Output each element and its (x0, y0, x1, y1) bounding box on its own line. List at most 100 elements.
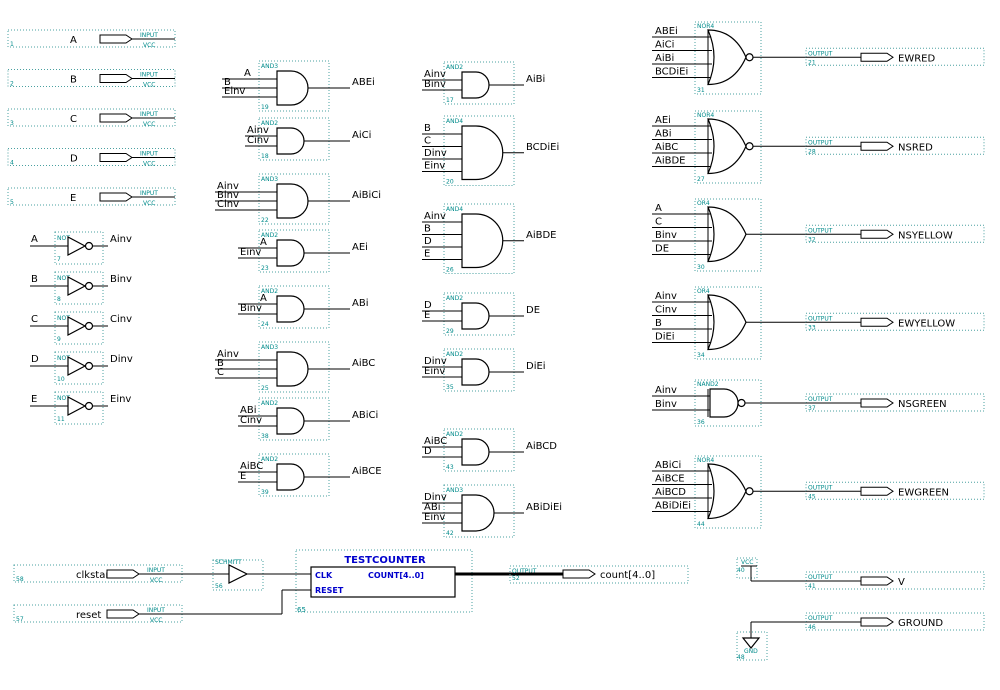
symbol-frame (443, 203, 515, 274)
vcc-tag-label: VCC (143, 200, 155, 207)
gate-input-label: C (424, 136, 431, 147)
pin-number: 28 (808, 148, 816, 155)
gate-number: 34 (697, 352, 705, 359)
output-pin-name: GROUND (898, 618, 943, 629)
output-tag-label: OUTPUT (808, 396, 833, 403)
and-gate-body (461, 358, 490, 386)
gate-number: 10 (57, 376, 65, 383)
gate-input-label: D (424, 446, 432, 457)
gate-input-label: C (655, 217, 662, 228)
symbol-frame (7, 108, 176, 127)
gate-number: 24 (261, 321, 269, 328)
and-gate-body (276, 183, 309, 219)
gate-input-label: Einv (424, 161, 445, 172)
gate-input-label: D (424, 236, 432, 247)
and-gate-body (461, 494, 495, 532)
output-pin-tag (562, 569, 596, 579)
output-pin-name: NSYELLOW (898, 230, 953, 241)
input-pin-tag (99, 34, 133, 44)
gate-number: 29 (446, 328, 454, 335)
gate-input-label: A (260, 237, 267, 248)
symbol-frame (212, 559, 264, 591)
inversion-bubble (745, 53, 754, 62)
gnd-symbol-label: GND (744, 648, 758, 655)
gate-input-label: E (424, 310, 430, 321)
symbol-frame (54, 391, 104, 425)
symbol-frame (443, 348, 515, 392)
gate-type-label: OR4 (697, 200, 710, 207)
symbol-frame (694, 455, 762, 529)
gate-number: 26 (446, 267, 454, 274)
output-pin-name: count[4..0] (600, 570, 655, 581)
gate-type-label: AND3 (261, 344, 278, 351)
pin-name: E (70, 193, 76, 204)
gate-output-label: BCDiEi (526, 142, 559, 153)
gate-number: 35 (446, 384, 454, 391)
input-pin-tag (99, 113, 133, 123)
gate-input-label: E (31, 394, 37, 405)
gate-input-label: B (424, 224, 431, 235)
gate-number: 9 (57, 336, 61, 343)
counter-clk-port: CLK (315, 571, 333, 580)
gate-input-label: Ainv (217, 349, 239, 360)
inversion-bubble (84, 361, 94, 371)
gate-output-label: AiBCE (352, 466, 382, 477)
and-gate-body (276, 407, 305, 435)
symbol-frame (258, 229, 330, 273)
symbol-frame (258, 397, 330, 441)
and-gate-body (276, 463, 305, 491)
counter-count-port: COUNT[4..0] (368, 571, 424, 580)
gate-output-label: Dinv (110, 354, 133, 365)
gate-input-label: Dinv (424, 492, 447, 503)
gate-input-label: C (31, 314, 38, 325)
symbol-frame (509, 565, 689, 584)
output-tag-label: OUTPUT (808, 315, 833, 322)
pin-name: D (70, 154, 78, 165)
symbol-frame (443, 428, 515, 472)
and-gate-body (276, 295, 305, 323)
symbol-frame (258, 453, 330, 497)
and-gate-body (276, 351, 309, 387)
gate-input-label: DE (655, 244, 669, 255)
symbol-frame (694, 286, 762, 360)
gate-number: 43 (446, 464, 454, 471)
gate-input-label: Dinv (424, 356, 447, 367)
gate-input-label: B (655, 318, 662, 329)
output-tag-label: OUTPUT (808, 227, 833, 234)
symbol-frame (443, 61, 515, 105)
or-gate-body (707, 118, 747, 175)
symbol-frame (13, 604, 183, 623)
gate-output-label: AiBiCi (352, 190, 381, 201)
gate-type-label: NAND2 (697, 381, 719, 388)
symbol-frame (258, 117, 330, 161)
gate-number: 36 (697, 419, 705, 426)
and-gate-body (461, 125, 504, 181)
gate-type-label: NOR4 (697, 23, 714, 30)
gate-output-label: Ainv (110, 234, 132, 245)
gate-input-label: Einv (424, 366, 445, 377)
pin-name: clkstart (76, 570, 113, 581)
inversion-bubble (84, 241, 94, 251)
gate-output-label: Cinv (110, 314, 132, 325)
gate-output-label: Binv (110, 274, 132, 285)
gate-input-label: Cinv (247, 135, 269, 146)
gate-type-label: NOT (57, 355, 70, 362)
gate-number: 25 (261, 385, 269, 392)
gate-input-label: Binv (217, 190, 239, 201)
not-gate-body (67, 356, 87, 376)
symbol-frame (443, 115, 515, 186)
gate-number: 39 (261, 489, 269, 496)
gate-type-label: NOR4 (697, 112, 714, 119)
pin-number: 41 (808, 583, 816, 590)
gate-type-label: AND3 (261, 176, 278, 183)
